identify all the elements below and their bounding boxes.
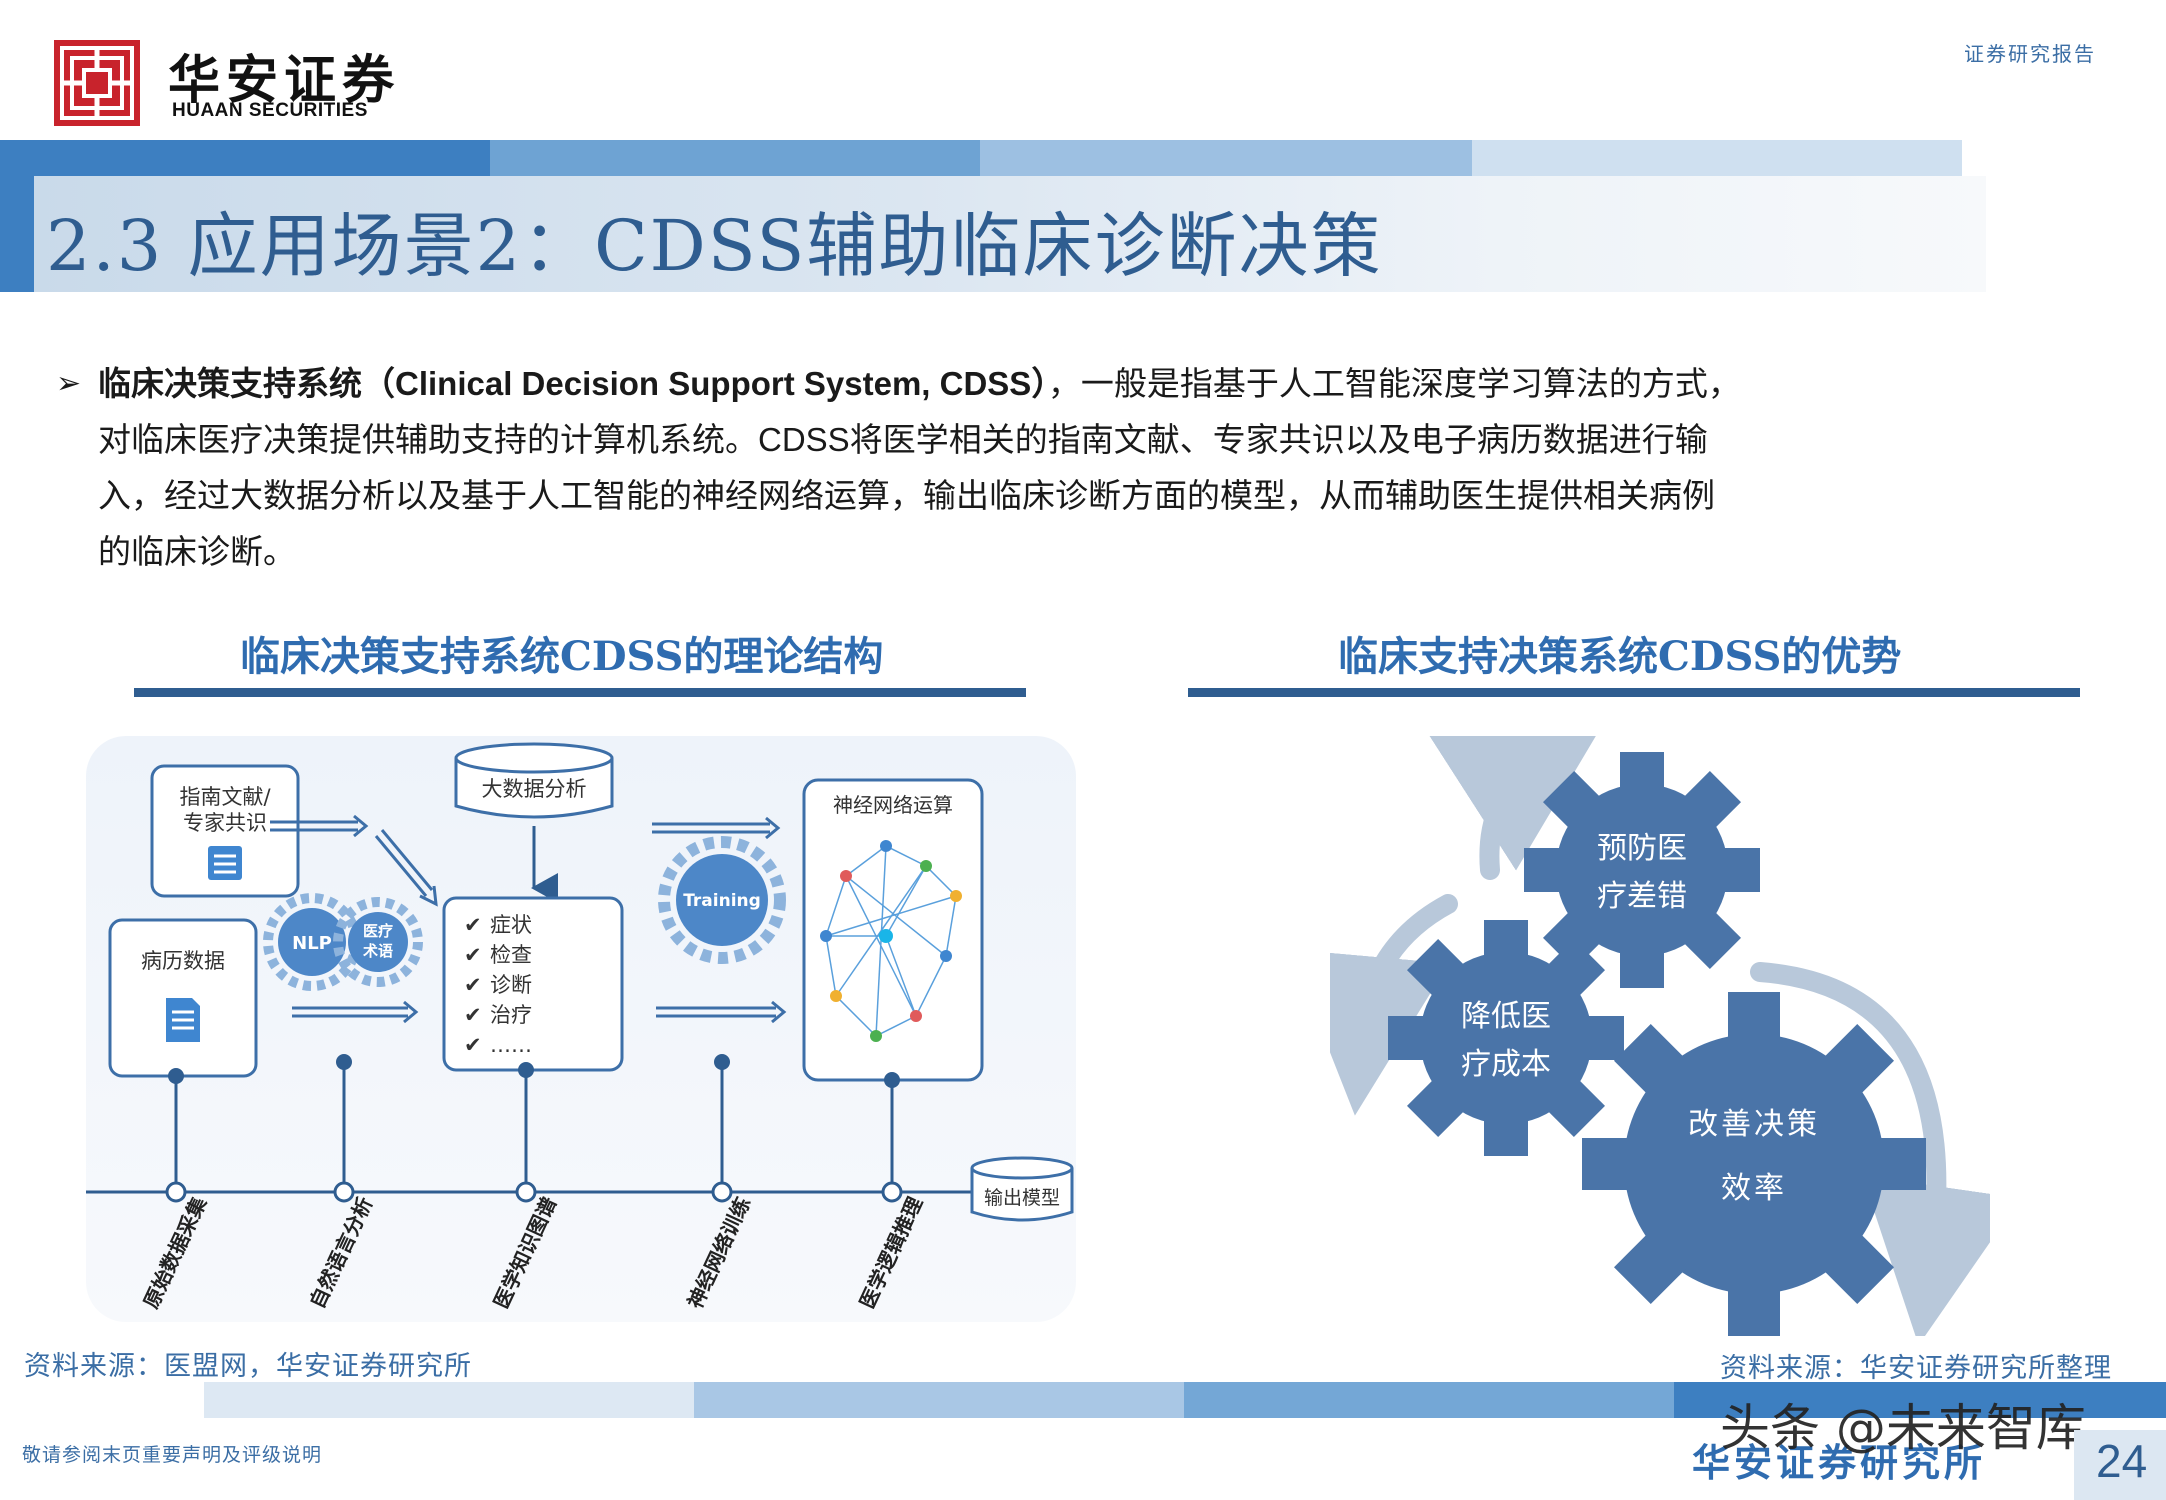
svg-text:改善决策: 改善决策 bbox=[1688, 1107, 1820, 1142]
svg-text:诊断: 诊断 bbox=[490, 973, 532, 997]
title-left-bar bbox=[0, 140, 34, 292]
svg-text:……: …… bbox=[490, 1033, 532, 1057]
svg-text:输出模型: 输出模型 bbox=[984, 1187, 1060, 1209]
nlp-gear: NLP bbox=[263, 893, 361, 991]
svg-text:Training: Training bbox=[683, 891, 761, 911]
footer-band-seg-2 bbox=[694, 1382, 1184, 1418]
timeline-top-dots bbox=[168, 1054, 900, 1088]
footer-band-seg-4 bbox=[1674, 1382, 2166, 1418]
left-source: 资料来源：医盟网，华安证券研究所 bbox=[24, 1351, 472, 1382]
neural-box-label: 神经网络运算 bbox=[833, 793, 953, 817]
left-section-title: 临床决策支持系统CDSS的理论结构 bbox=[240, 633, 884, 680]
svg-text:效率: 效率 bbox=[1721, 1171, 1787, 1206]
footer-band-seg-3 bbox=[1184, 1382, 1674, 1418]
intro-paragraph: ➢ 临床决策支持系统（Clinical Decision Support Sys… bbox=[56, 356, 2056, 580]
watermark-text: 头条 @未来智库 bbox=[1720, 1399, 2086, 1457]
timeline-nodes bbox=[165, 1181, 903, 1203]
svg-text:✔: ✔ bbox=[464, 943, 482, 967]
title-band-seg-3 bbox=[980, 140, 1472, 176]
document-icon bbox=[208, 846, 242, 880]
report-type-label: 证券研究报告 bbox=[1964, 42, 2096, 66]
neural-nodes bbox=[820, 840, 962, 1042]
title-box bbox=[34, 176, 1986, 292]
bigdata-cylinder: 大数据分析 bbox=[454, 742, 614, 819]
svg-text:症状: 症状 bbox=[490, 913, 532, 937]
svg-text:✔: ✔ bbox=[464, 1033, 482, 1057]
svg-text:预防医: 预防医 bbox=[1597, 831, 1687, 866]
svg-text:降低医: 降低医 bbox=[1461, 999, 1551, 1034]
cycle-arrows bbox=[1330, 736, 1990, 1336]
left-section-rule bbox=[134, 688, 1026, 697]
output-cylinder: 输出模型 bbox=[970, 1156, 1074, 1222]
record-document-icon bbox=[166, 998, 200, 1042]
svg-text:检查: 检查 bbox=[490, 943, 532, 967]
footer-band-seg-1 bbox=[204, 1382, 694, 1418]
para-line-1: 临床决策支持系统（Clinical Decision Support Syste… bbox=[98, 364, 1741, 403]
svg-text:医疗: 医疗 bbox=[363, 922, 393, 940]
record-box-label: 病历数据 bbox=[141, 949, 225, 973]
right-section-title: 临床支持决策系统CDSS的优势 bbox=[1338, 633, 1902, 680]
gear-improve-efficiency: 改善决策 效率 bbox=[1582, 992, 1926, 1336]
para-line-4: 的临床诊断。 bbox=[98, 532, 296, 571]
huaan-logo bbox=[54, 40, 140, 126]
timeline-stems bbox=[174, 1062, 894, 1184]
svg-text:✔: ✔ bbox=[464, 1003, 482, 1027]
page-title: 2.3 应用场景2：CDSS辅助临床诊断决策 bbox=[46, 205, 1383, 287]
svg-text:✔: ✔ bbox=[464, 973, 482, 997]
cdss-structure-diagram: 指南文献/ 专家共识 病历数据 NLP bbox=[86, 736, 1076, 1322]
checklist: ✔ 症状 ✔ 检查 ✔ 诊断 ✔ 治疗 ✔ …… bbox=[464, 913, 532, 1057]
svg-text:术语: 术语 bbox=[363, 942, 393, 960]
disclaimer-text: 敬请参阅末页重要声明及评级说明 bbox=[22, 1444, 323, 1466]
terminology-gear: 医疗 术语 bbox=[333, 897, 423, 987]
svg-text:NLP: NLP bbox=[292, 933, 332, 954]
svg-text:疗成本: 疗成本 bbox=[1461, 1047, 1551, 1082]
gear-reduce-cost: 降低医 疗成本 bbox=[1388, 920, 1624, 1156]
para-line-3: 入，经过大数据分析以及基于人工智能的神经网络运算，输出临床诊断方面的模型，从而辅… bbox=[98, 476, 1715, 515]
right-source: 资料来源：华安证券研究所整理 bbox=[1720, 1353, 2112, 1384]
gear-prevent-errors: 预防医 疗差错 bbox=[1524, 752, 1760, 988]
footer-org-name: 华安证券研究所 bbox=[1692, 1440, 1987, 1485]
cdss-advantages-gears: 预防医 疗差错 降低医 疗成本 改善决策 bbox=[1330, 736, 1990, 1336]
svg-text:✔: ✔ bbox=[464, 913, 482, 937]
page-number-box bbox=[2074, 1430, 2166, 1500]
page-number: 24 bbox=[2096, 1435, 2148, 1487]
neural-network-icon bbox=[825, 845, 957, 1037]
right-section-rule bbox=[1188, 688, 2080, 697]
guideline-box-label: 指南文献/ bbox=[179, 785, 271, 809]
brand-name-cn: 华安证券 bbox=[168, 50, 401, 111]
training-gear: Training bbox=[658, 836, 786, 964]
svg-text:疗差错: 疗差错 bbox=[1597, 879, 1687, 914]
guideline-box-label-2: 专家共识 bbox=[183, 811, 267, 835]
svg-text:治疗: 治疗 bbox=[490, 1003, 532, 1027]
title-band-seg-4 bbox=[1472, 140, 1962, 176]
brand-name-en: HUAAN SECURITIES bbox=[172, 100, 368, 121]
flow-arrows bbox=[270, 814, 787, 1024]
title-band-seg-2 bbox=[490, 140, 980, 176]
arrow-bullet-icon: ➢ bbox=[56, 366, 82, 401]
svg-text:大数据分析: 大数据分析 bbox=[482, 777, 587, 801]
title-band-seg-1 bbox=[0, 140, 490, 176]
para-line-2: 对临床医疗决策提供辅助支持的计算机系统。CDSS将医学相关的指南文献、专家共识以… bbox=[98, 420, 1708, 459]
